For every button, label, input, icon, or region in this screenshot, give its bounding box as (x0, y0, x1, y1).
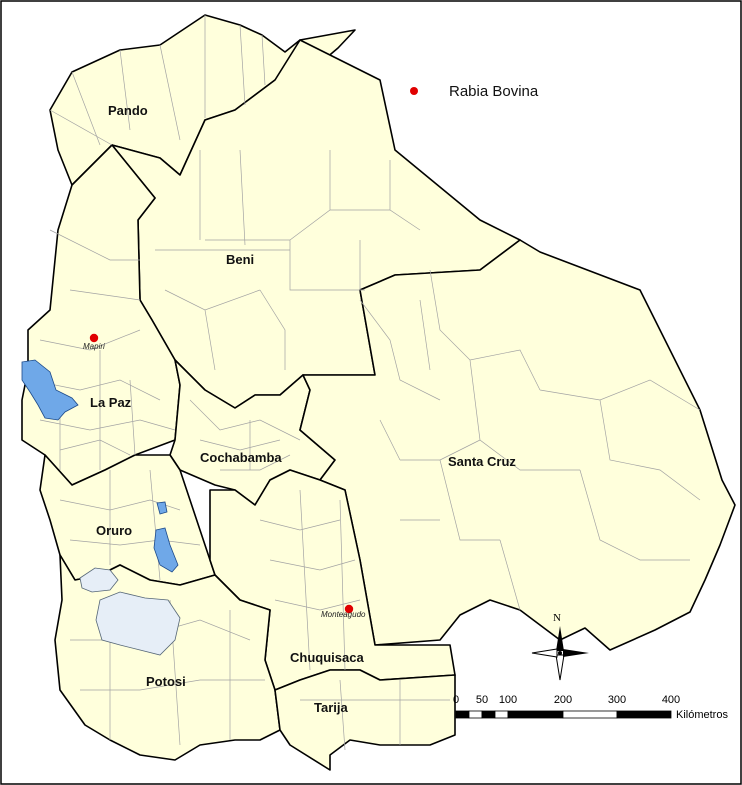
case-label-monteagudo: Monteagudo (321, 610, 366, 619)
muni-lines-oruro (59, 469, 201, 581)
dept-santa-cruz (299, 239, 736, 651)
dept-label-la-paz: La Paz (90, 395, 132, 410)
salar-coipasa (79, 567, 119, 593)
scale-seg-2 (468, 710, 483, 719)
case-point-monteagudo[interactable] (344, 604, 354, 614)
north-arrow-west (531, 648, 558, 658)
scale-tick-200: 200 (554, 694, 572, 706)
scale-tick-400: 400 (662, 694, 680, 706)
muni-lines-cochabamba (189, 399, 301, 471)
muni-lines-beni (155, 149, 421, 371)
legend-marker (410, 87, 418, 95)
muni-lines-la-paz (29, 229, 176, 470)
north-arrow-east (563, 649, 589, 657)
case-label-mapiri: Mapiri (83, 342, 105, 351)
department-polygons (21, 14, 736, 771)
muni-lines-chuquisaca (259, 489, 361, 671)
case-points: Mapiri Monteagudo (83, 333, 366, 619)
legend: Rabia Bovina (410, 83, 539, 100)
dept-label-potosi: Potosi (146, 674, 186, 689)
north-arrow-label: N (553, 612, 561, 624)
scale-bar: 0 50 100 200 300 400 Kilómetros (453, 694, 729, 721)
lake-uru-uru (156, 501, 168, 515)
muni-lines-tarija (300, 679, 450, 751)
dept-label-pando: Pando (108, 103, 148, 118)
dept-label-cochabamba: Cochabamba (200, 450, 282, 465)
north-arrow-center (558, 651, 562, 655)
lake-poopo (153, 527, 179, 573)
case-point-mapiri[interactable] (89, 333, 99, 343)
dept-label-tarija: Tarija (314, 700, 348, 715)
muni-lines-pando (49, 15, 266, 146)
scale-tick-300: 300 (608, 694, 626, 706)
water-bodies (21, 359, 181, 656)
legend-label: Rabia Bovina (449, 83, 539, 100)
scale-unit: Kilómetros (676, 709, 728, 721)
scale-seg-3 (481, 710, 496, 719)
scale-tick-50: 50 (476, 694, 488, 706)
scale-tick-0: 0 (453, 694, 459, 706)
scale-seg-6 (562, 710, 618, 719)
muni-lines-santa-cruz (359, 269, 701, 611)
department-labels: Pando Beni La Paz Cochabamba Santa Cruz … (90, 103, 516, 715)
north-arrow: N (531, 612, 589, 681)
scale-seg-7 (616, 710, 672, 719)
dept-label-santa-cruz: Santa Cruz (448, 454, 516, 469)
dept-label-oruro: Oruro (96, 523, 132, 538)
scale-tick-100: 100 (499, 694, 517, 706)
scale-seg-4 (494, 710, 509, 719)
scale-seg-5 (507, 710, 564, 719)
dept-label-chuquisaca: Chuquisaca (290, 650, 364, 665)
salar-uyuni (95, 591, 181, 656)
scale-seg-1 (455, 710, 470, 719)
dept-tarija (274, 669, 456, 771)
lake-titicaca (21, 359, 79, 421)
north-arrow-north (556, 626, 564, 651)
dept-label-beni: Beni (226, 252, 254, 267)
